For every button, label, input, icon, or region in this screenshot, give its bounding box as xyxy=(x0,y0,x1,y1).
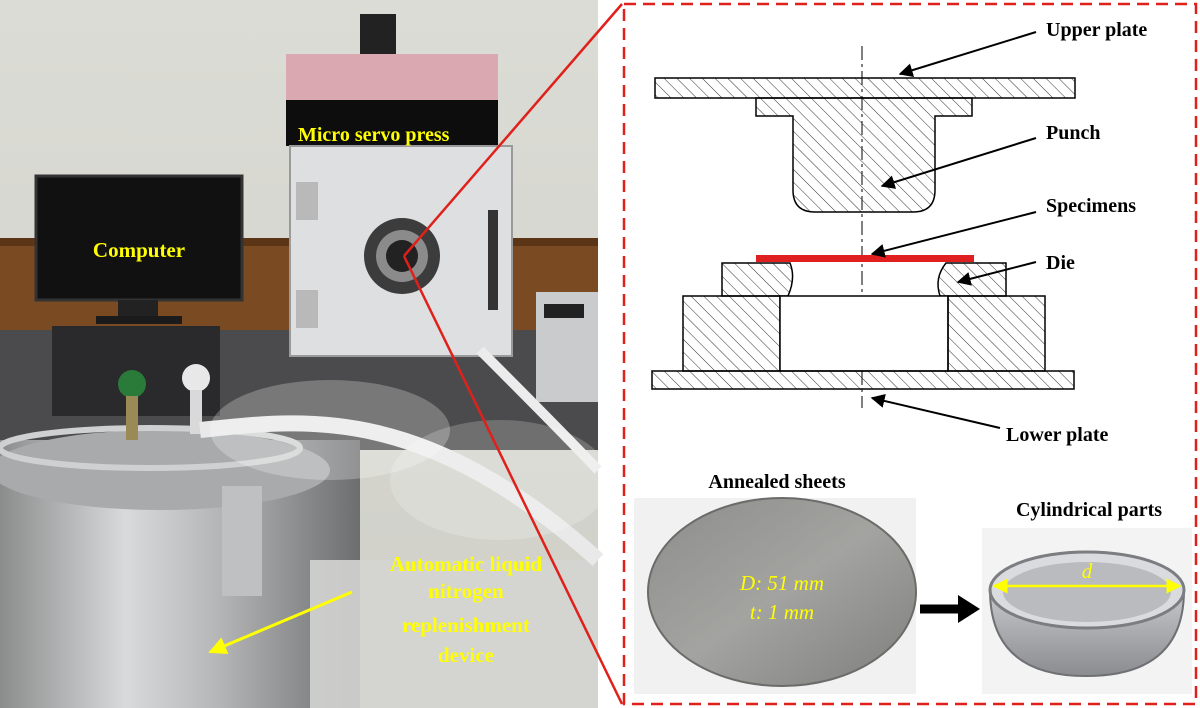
holder-left-shape xyxy=(682,295,781,372)
label-lower-plate: Lower plate xyxy=(1006,424,1109,446)
annealed-sheet-disc xyxy=(647,497,917,687)
computer-monitor xyxy=(34,174,244,324)
upper-plate-shape xyxy=(654,77,1076,99)
label-upper-plate: Upper plate xyxy=(1046,19,1147,41)
punch-shape xyxy=(755,97,973,213)
bubble-wrap xyxy=(310,560,598,708)
micro-servo-press xyxy=(286,14,513,357)
label-micro-servo-press: Micro servo press xyxy=(298,124,450,146)
svg-text:Automatic liquid: Automatic liquid xyxy=(390,552,543,576)
callout-line-bottom xyxy=(402,255,624,705)
label-computer: Computer xyxy=(93,238,185,262)
arrow-lower-plate xyxy=(870,394,1001,429)
label-cylindrical-parts: Cylindrical parts xyxy=(1016,499,1162,521)
sheet-diameter-text: D: 51 mm xyxy=(739,571,824,595)
sheet-thickness-text: t: 1 mm xyxy=(750,600,814,624)
svg-text:device: device xyxy=(438,643,494,667)
arrow-specimens xyxy=(870,211,1037,258)
svg-text:nitrogen: nitrogen xyxy=(428,579,504,603)
arrow-upper-plate xyxy=(898,31,1037,77)
holder-right-shape xyxy=(947,295,1046,372)
label-refill-device: Automatic liquid nitrogen replenishment … xyxy=(390,552,543,667)
label-specimens: Specimens xyxy=(1046,195,1136,217)
lab-photo: Micro servo press Computer Automatic liq… xyxy=(0,0,604,708)
label-annealed-sheets: Annealed sheets xyxy=(708,471,845,493)
samples-panel: Annealed sheets Cylindrical parts D: 51 … xyxy=(634,471,1192,694)
refill-arrow xyxy=(208,590,353,654)
cup-diameter-text: d xyxy=(1082,559,1093,583)
die-right-shape xyxy=(937,262,1007,297)
die-schematic: Upper plate Punch Specimens Die Lower pl… xyxy=(651,19,1147,446)
arrow-die xyxy=(956,261,1037,286)
nitrogen-tank xyxy=(0,364,360,708)
frosted-hose xyxy=(199,415,604,566)
die-left-shape xyxy=(721,262,794,297)
arrow-punch xyxy=(880,137,1037,189)
specimen-shape xyxy=(756,255,974,262)
label-die: Die xyxy=(1046,252,1075,274)
svg-text:replenishment: replenishment xyxy=(402,613,530,637)
lower-plate-shape xyxy=(651,370,1075,390)
label-punch: Punch xyxy=(1046,122,1100,144)
callout-line-top xyxy=(403,3,623,257)
